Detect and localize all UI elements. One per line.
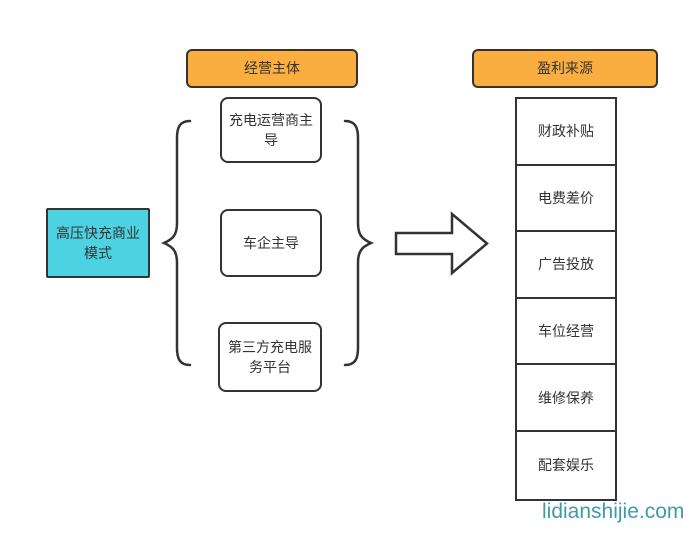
cell-parking-operation: 车位经营 (517, 299, 615, 366)
cell-advertising-label: 广告投放 (538, 256, 594, 273)
node-automaker-led-label: 车企主导 (243, 234, 299, 251)
root-node-business-model: 高压快充商业模式 (46, 208, 150, 278)
left-brace (160, 119, 192, 367)
header-operating-entities: 经营主体 (186, 49, 358, 88)
node-automaker-led: 车企主导 (220, 209, 322, 277)
node-charging-operator-led-label: 充电运营商主导 (229, 111, 313, 148)
node-third-party-platform: 第三方充电服务平台 (218, 322, 322, 392)
cell-entertainment-label: 配套娱乐 (538, 457, 594, 474)
root-node-label: 高压快充商业模式 (56, 224, 140, 261)
cell-electricity-margin: 电费差价 (517, 166, 615, 233)
watermark-text: lidianshijie.com (542, 500, 685, 523)
header-profit-sources-label: 盈利来源 (537, 60, 593, 77)
right-arrow-icon (394, 211, 489, 276)
node-third-party-platform-label: 第三方充电服务平台 (228, 338, 312, 375)
cell-parking-operation-label: 车位经营 (538, 322, 594, 339)
node-charging-operator-led: 充电运营商主导 (220, 97, 322, 163)
cell-fiscal-subsidy-label: 财政补贴 (538, 123, 594, 140)
cell-fiscal-subsidy: 财政补贴 (517, 99, 615, 166)
profit-sources-stack: 财政补贴 电费差价 广告投放 车位经营 维修保养 配套娱乐 (515, 97, 617, 501)
right-brace (343, 119, 375, 367)
cell-entertainment: 配套娱乐 (517, 432, 615, 499)
cell-maintenance: 维修保养 (517, 365, 615, 432)
header-profit-sources: 盈利来源 (472, 49, 658, 88)
cell-maintenance-label: 维修保养 (538, 389, 594, 406)
cell-advertising: 广告投放 (517, 232, 615, 299)
header-operating-entities-label: 经营主体 (244, 60, 300, 77)
cell-electricity-margin-label: 电费差价 (538, 189, 594, 206)
